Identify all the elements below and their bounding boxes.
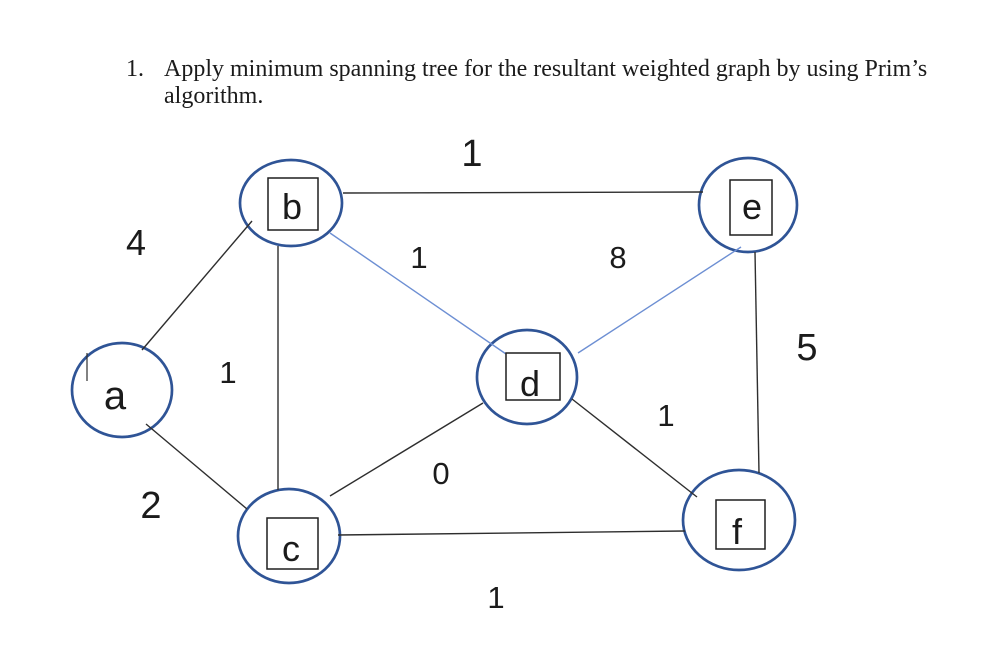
node-f-label: f: [732, 511, 743, 552]
weight-a-b: 4: [126, 222, 146, 263]
weight-b-d: 1: [410, 240, 427, 275]
edge-a-c: [145, 423, 248, 510]
question-text-line2: algorithm.: [164, 83, 264, 109]
edge-e-f: [754, 251, 760, 474]
edge-d-f: [571, 398, 698, 498]
node-c-box: [266, 517, 319, 570]
node-c-label: c: [282, 528, 300, 569]
node-d-box: [505, 352, 561, 401]
edge-d-e: [577, 246, 742, 354]
weight-c-f: 1: [487, 580, 504, 615]
node-a-label: a: [104, 374, 127, 418]
weight-a-c: 2: [140, 485, 161, 527]
edge-c-f: [337, 530, 686, 536]
question-text: Apply minimum spanning tree for the resu…: [164, 56, 954, 110]
question-number: 1.: [126, 56, 144, 82]
node-d-label: d: [520, 363, 540, 404]
node-a-circle: [70, 341, 174, 439]
node-e-label: e: [742, 186, 762, 227]
node-e-box: [729, 179, 773, 236]
edge-b-d: [329, 232, 507, 355]
node-b-label: b: [282, 186, 302, 227]
edge-c-d: [329, 402, 484, 497]
weight-d-f: 1: [657, 398, 674, 433]
node-f-box: [715, 499, 766, 550]
edge-a-b: [141, 220, 253, 351]
weight-b-e: 1: [461, 133, 482, 175]
node-b-box: [267, 177, 319, 231]
weight-c-d: 0: [432, 456, 449, 491]
edge-b-e: [342, 191, 704, 194]
weight-d-e: 8: [609, 240, 626, 275]
weight-e-f: 5: [796, 327, 817, 369]
question-text-line1: Apply minimum spanning tree for the resu…: [164, 56, 928, 82]
weight-b-c: 1: [219, 355, 236, 390]
